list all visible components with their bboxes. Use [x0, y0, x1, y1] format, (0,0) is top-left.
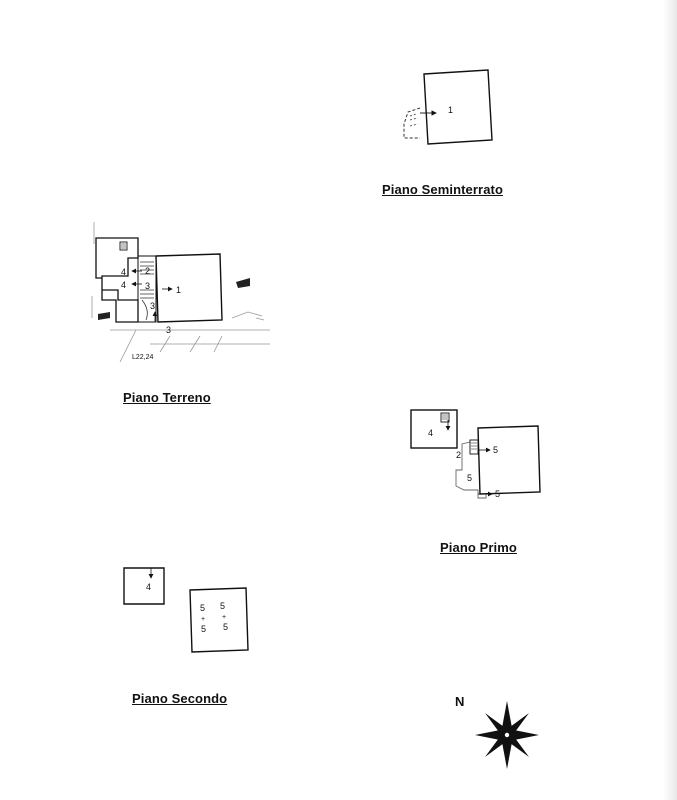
stair-curve: [141, 299, 148, 321]
room-number: 5: [467, 473, 472, 483]
room-number: 4: [146, 582, 151, 592]
room-number: 5: [220, 601, 225, 611]
plan-primo: 4 2 5 5 5: [410, 409, 541, 499]
room-number: 2: [145, 266, 150, 276]
room-number: 5: [495, 489, 500, 499]
plan-title-primo: Piano Primo: [440, 540, 517, 555]
room-number: 4: [121, 267, 126, 277]
room-number: 5: [223, 622, 228, 632]
plan-title-secondo: Piano Secondo: [132, 691, 228, 706]
room-plus: +: [201, 616, 205, 623]
room-number: 3: [166, 325, 171, 335]
north-compass-icon: [475, 701, 539, 769]
room-number: 5: [493, 445, 498, 455]
room-number: 3: [145, 281, 150, 291]
room-terreno-annex: [95, 237, 139, 323]
stair-treads: [140, 261, 154, 299]
room-number: 4: [121, 280, 126, 290]
room-number: 1: [176, 285, 181, 295]
chimney-icon: [119, 241, 128, 251]
room-number: 3: [150, 301, 155, 311]
north-label: N: [455, 694, 464, 709]
room-primo-detached: [410, 409, 458, 449]
room-number: 5: [201, 624, 206, 634]
plan-secondo: 4 5 5 + + 5 5: [123, 567, 249, 653]
scan-edge-shadow: [663, 0, 677, 800]
room-number: 4: [428, 428, 433, 438]
room-seminterrato-main: [423, 69, 493, 145]
stair-corridor: [137, 255, 157, 323]
context-hatch-left: [98, 312, 110, 320]
room-terreno-main: [155, 253, 223, 323]
room-primo-main: [477, 425, 541, 495]
room-number: 2: [456, 450, 461, 460]
stair-treads: [471, 442, 477, 450]
plan-seminterrato: 1: [403, 69, 493, 145]
room-plus: +: [222, 614, 226, 621]
dashed-stair-outline: [403, 107, 421, 139]
plan-title-terreno: Piano Terreno: [123, 390, 211, 405]
room-secondo-main: [189, 587, 249, 653]
dashed-stair-outline-2: [409, 113, 419, 127]
room-secondo-small: [123, 567, 165, 605]
stair-corridor: [469, 439, 479, 455]
plan-terreno: 4 2 4 3 1 3 3 L22,24: [91, 222, 270, 363]
chimney-icon: [440, 412, 450, 423]
plan-title-seminterrato: Piano Seminterrato: [382, 182, 503, 197]
room-primo-annex: [455, 441, 487, 499]
chimney-hatch: [442, 414, 448, 420]
room-number: 5: [200, 603, 205, 613]
room-number: 1: [448, 105, 453, 115]
plan-note: L22,24: [132, 354, 154, 361]
chimney-hatch: [121, 243, 126, 249]
context-hatch-right: [236, 278, 250, 288]
context-lines: [91, 222, 270, 363]
